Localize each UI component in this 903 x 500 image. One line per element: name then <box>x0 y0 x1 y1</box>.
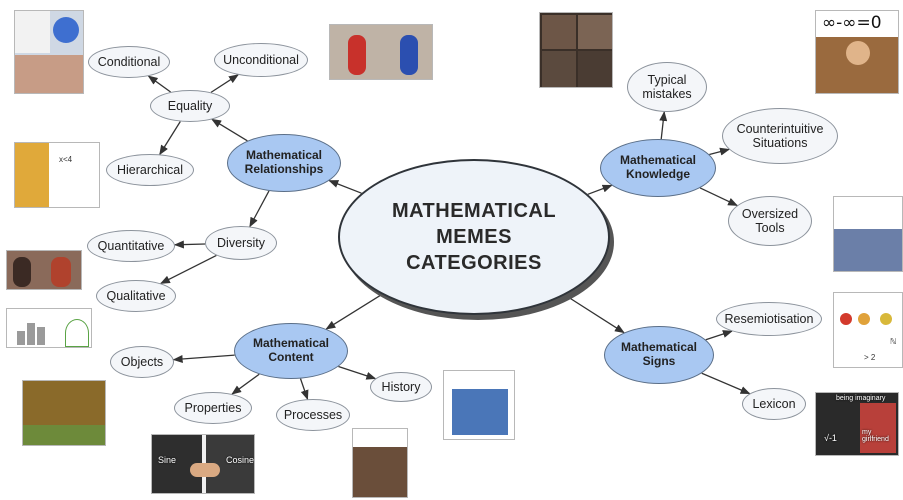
edge-leaf-diversity-to-leaf-qualitative <box>159 254 217 285</box>
leaf-qualitative[interactable]: Qualitative <box>96 280 176 312</box>
leaf-oversized-tools[interactable]: Oversized Tools <box>728 196 812 246</box>
category-mathematical-knowledge[interactable]: Mathematical Knowledge <box>600 139 716 197</box>
leaf-hierarchical[interactable]: Hierarchical <box>106 154 194 186</box>
edge-central-topic-to-category-mathematical-relationships <box>328 180 362 194</box>
edge-central-topic-to-category-mathematical-knowledge <box>587 184 613 195</box>
leaf-unconditional[interactable]: Unconditional <box>214 43 308 77</box>
leaf-properties[interactable]: Properties <box>174 392 252 424</box>
leaf-resemiotisation[interactable]: Resemiotisation <box>716 302 822 336</box>
edge-category-mathematical-knowledge-to-leaf-typical-mistakes <box>659 110 668 140</box>
edge-leaf-equality-to-leaf-hierarchical <box>159 121 181 156</box>
leaf-counterintuitive-situations[interactable]: Counterintuitive Situations <box>722 108 838 164</box>
meme-thumbnail-apples: ℕ > 2 <box>833 292 903 368</box>
edge-leaf-diversity-to-leaf-quantitative <box>173 240 206 249</box>
infinity-equation-text: ∞-∞=0 <box>822 13 882 33</box>
edge-leaf-equality-to-leaf-conditional <box>147 75 171 93</box>
meme-thumbnail-crowd <box>833 196 903 272</box>
leaf-quantitative[interactable]: Quantitative <box>87 230 175 262</box>
meme-thumbnail-imaginary-girlfriend: being imaginary my girlfriend √-1 <box>815 392 899 456</box>
category-mathematical-relationships[interactable]: Mathematical Relationships <box>227 134 341 192</box>
edge-leaf-equality-to-leaf-unconditional <box>210 74 239 93</box>
edge-category-mathematical-content-to-leaf-history <box>338 365 377 380</box>
leaf-history[interactable]: History <box>370 372 432 402</box>
meme-thumbnail-histogram <box>6 308 92 348</box>
edge-category-mathematical-content-to-leaf-processes <box>299 378 309 401</box>
leaf-diversity[interactable]: Diversity <box>205 226 277 260</box>
meme-thumbnail-infinity: ∞-∞=0 <box>815 10 899 94</box>
category-mathematical-signs[interactable]: Mathematical Signs <box>604 326 714 384</box>
meme-thumbnail-sine-cosine-handshake: Sine Cosine <box>151 434 255 494</box>
imaginary-label: being imaginary <box>836 395 886 402</box>
set-symbol-text: ℕ <box>890 337 897 346</box>
edge-category-mathematical-relationships-to-leaf-equality <box>211 118 248 142</box>
meme-thumbnail-students <box>6 250 82 290</box>
meme-thumbnail-drake-inequality: x<4 <box>14 142 100 208</box>
meme-thumbnail-brace-yourself <box>352 428 408 498</box>
leaf-equality[interactable]: Equality <box>150 90 230 122</box>
leaf-typical-mistakes[interactable]: Typical mistakes <box>627 62 707 112</box>
meme-thumbnail-family-guy <box>443 370 515 440</box>
edge-category-mathematical-knowledge-to-leaf-oversized-tools <box>699 187 739 207</box>
edge-category-mathematical-signs-to-leaf-lexicon <box>701 372 751 395</box>
meme-thumbnail-spiderman <box>329 24 433 80</box>
apple-count-text: > 2 <box>864 353 876 362</box>
meme-thumbnail-reaction-grid <box>539 12 613 88</box>
leaf-lexicon[interactable]: Lexicon <box>742 388 806 420</box>
meme-thumbnail-top-left <box>14 10 84 94</box>
leaf-conditional[interactable]: Conditional <box>88 46 170 78</box>
edge-category-mathematical-content-to-leaf-properties <box>231 373 260 395</box>
edge-category-mathematical-content-to-leaf-objects <box>172 354 235 363</box>
inequality-text: x<4 <box>59 155 73 164</box>
girlfriend-label: my girlfriend <box>862 429 889 443</box>
category-mathematical-content[interactable]: Mathematical Content <box>234 323 348 379</box>
edge-central-topic-to-category-mathematical-content <box>325 293 383 330</box>
edge-central-topic-to-category-mathematical-signs <box>564 294 625 334</box>
central-topic: MATHEMATICAL MEMES CATEGORIES <box>338 159 610 315</box>
leaf-processes[interactable]: Processes <box>276 399 350 431</box>
leaf-objects[interactable]: Objects <box>110 346 174 378</box>
edge-category-mathematical-signs-to-leaf-resemiotisation <box>705 330 733 341</box>
meme-thumbnail-highland-cow <box>22 380 106 446</box>
sine-label: Sine <box>158 455 177 465</box>
edge-category-mathematical-relationships-to-leaf-diversity <box>249 190 270 228</box>
cosine-label: Cosine <box>226 455 255 465</box>
sqrt-minus-one-label: √-1 <box>824 433 837 443</box>
